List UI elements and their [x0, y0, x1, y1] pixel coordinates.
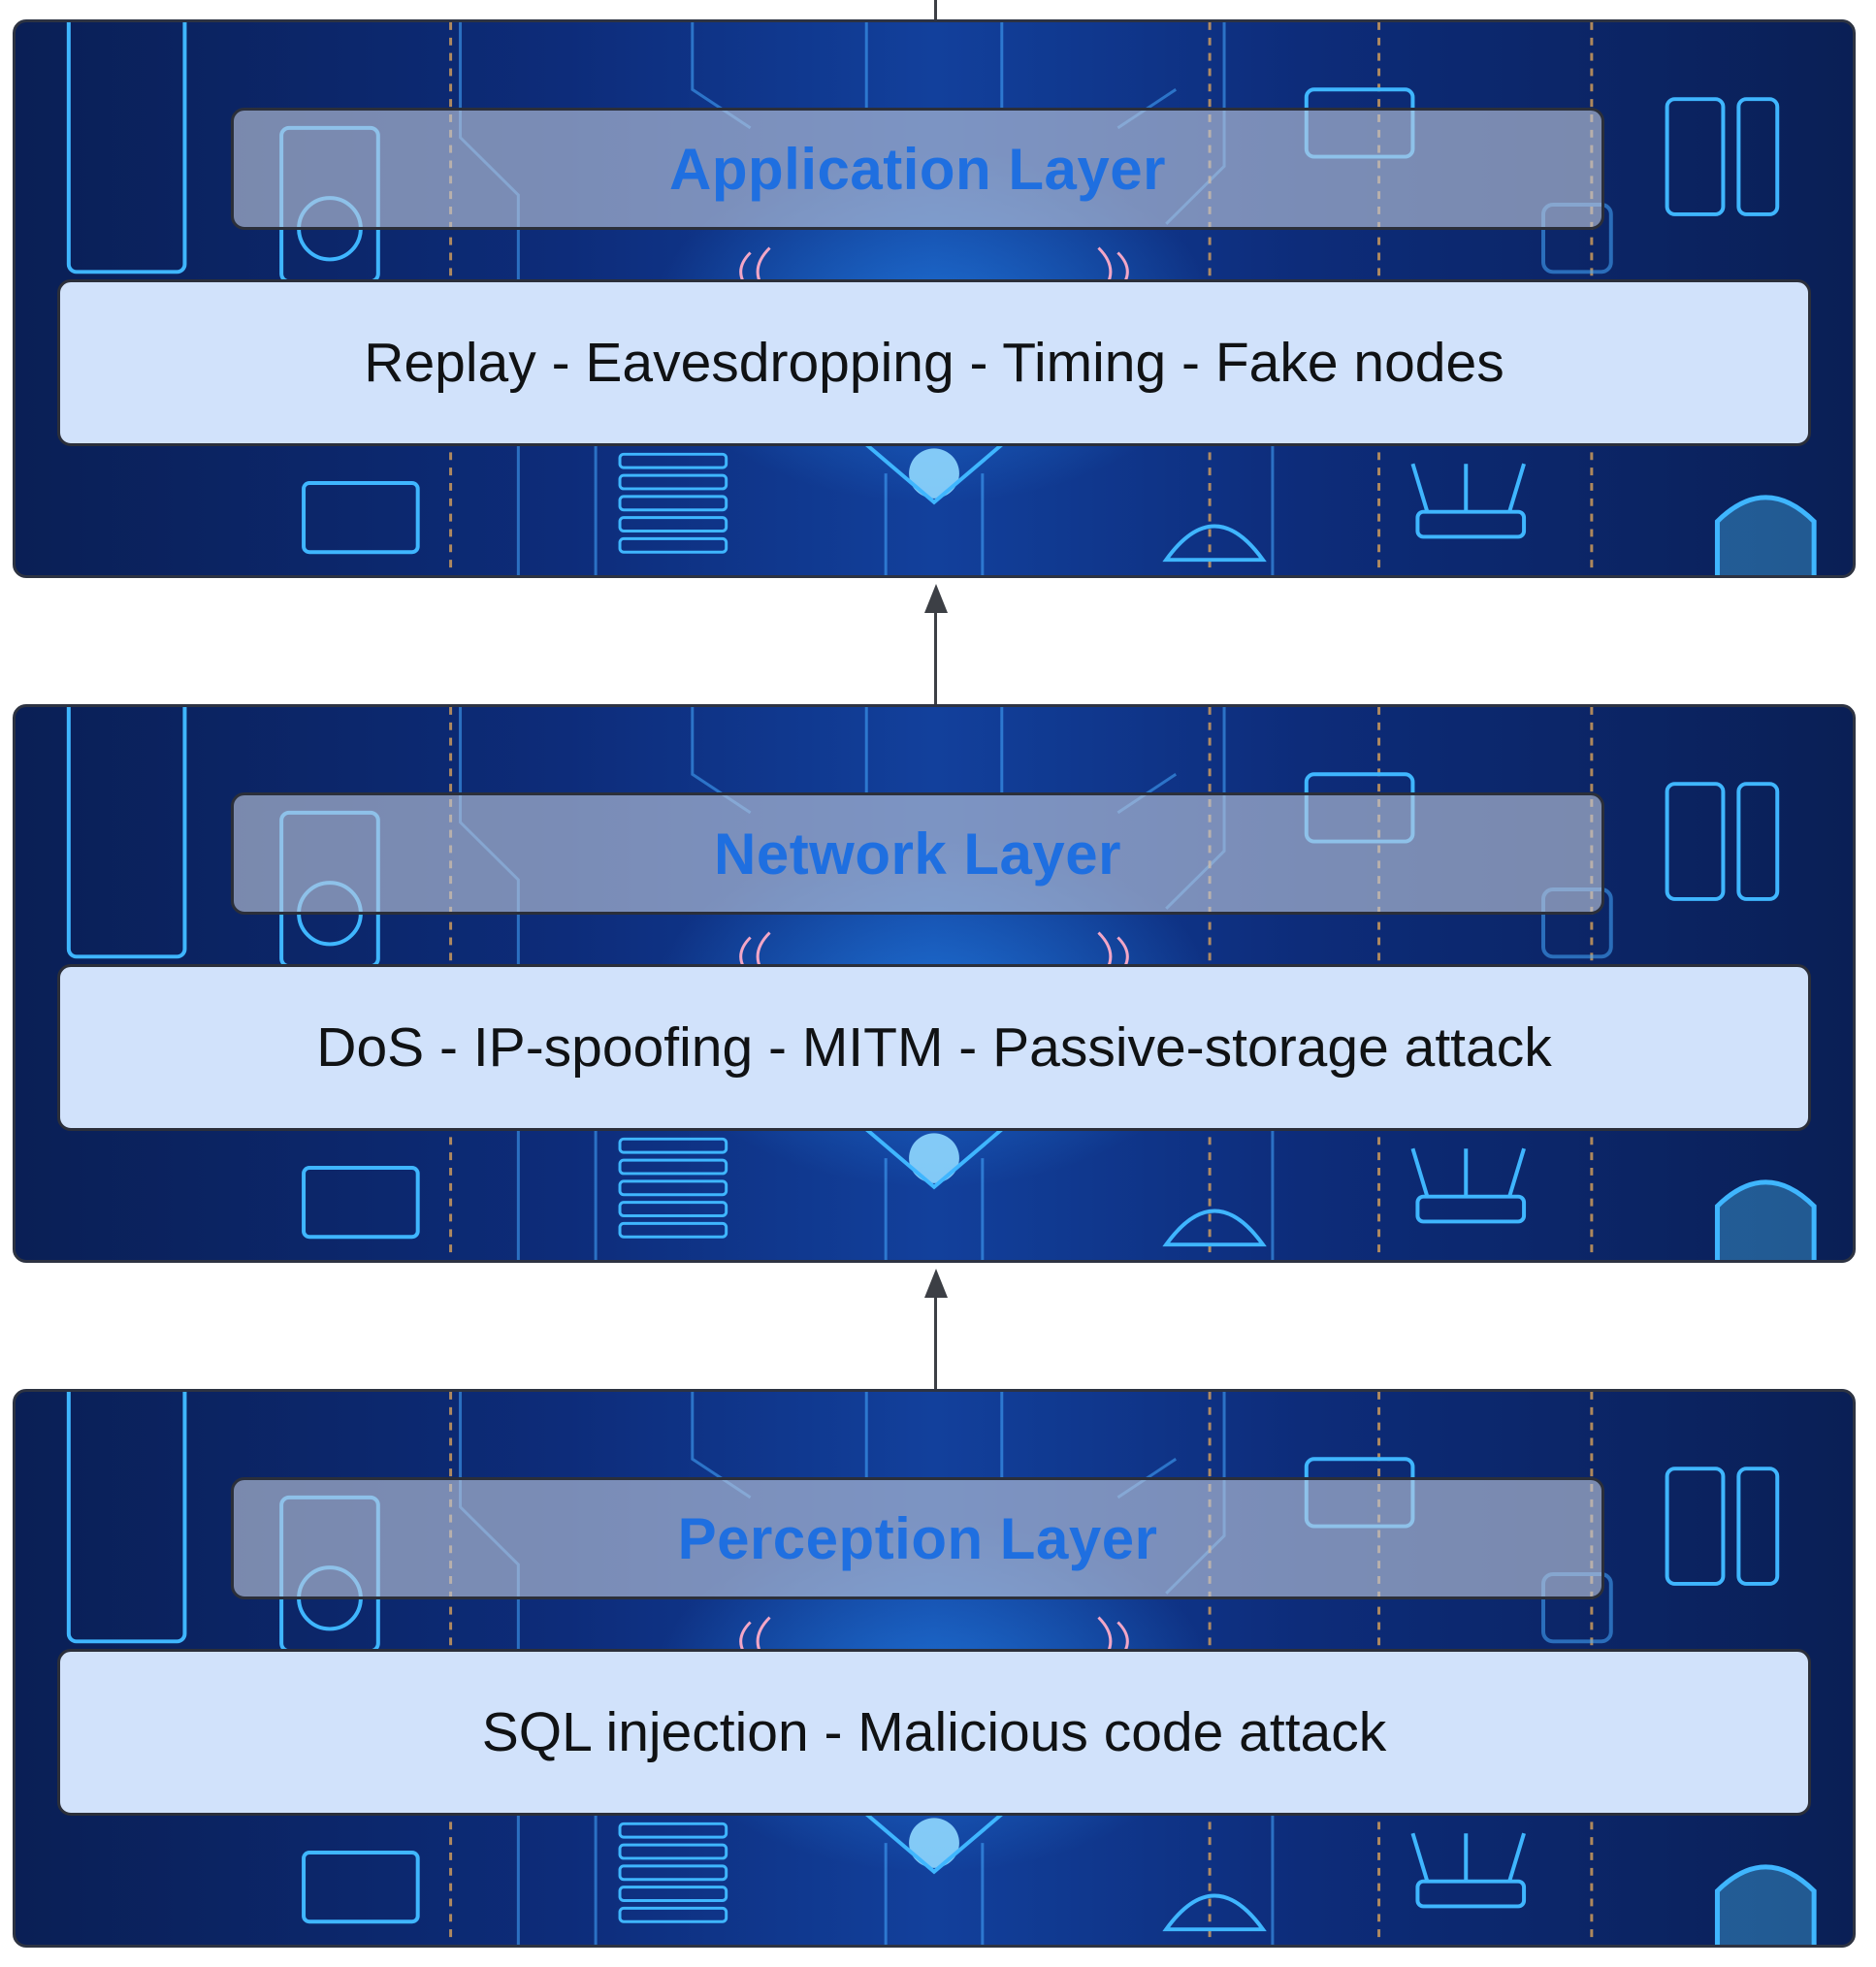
router-icon — [1415, 509, 1527, 539]
robot-vacuum-icon — [1714, 1179, 1817, 1260]
intercom-side-icon — [1736, 782, 1780, 901]
fridge-icon — [66, 707, 187, 959]
arrow-perception-to-network-head — [924, 1269, 948, 1298]
application-layer-title: Application Layer — [669, 136, 1166, 202]
intercom-icon — [1665, 782, 1726, 901]
central-chevron — [864, 1127, 1004, 1190]
router-icon — [1415, 1879, 1527, 1909]
robot-vacuum-icon — [1714, 1864, 1817, 1945]
application-layer-attacks: Replay - Eavesdropping - Timing - Fake n… — [364, 332, 1504, 394]
perception-layer-panel: Perception Layer SQL injection - Malicio… — [13, 1389, 1856, 1948]
intercom-side-icon — [1736, 97, 1780, 216]
perception-layer-title: Perception Layer — [677, 1505, 1158, 1571]
arrow-network-to-application-head — [924, 584, 948, 613]
network-layer-attacks: DoS - IP-spoofing - MITM - Passive-stora… — [316, 1016, 1552, 1079]
network-layer-attacks-box: DoS - IP-spoofing - MITM - Passive-stora… — [57, 964, 1811, 1131]
intercom-side-icon — [1736, 1467, 1780, 1586]
shield-node-icon — [909, 448, 959, 499]
server-stack-icon — [618, 516, 728, 532]
fridge-icon — [66, 22, 187, 274]
application-layer-title-box: Application Layer — [231, 108, 1604, 230]
top-connector-line — [934, 0, 937, 21]
perception-layer-title-box: Perception Layer — [231, 1477, 1604, 1599]
central-chevron — [864, 1812, 1004, 1875]
server-stack-icon — [618, 1906, 728, 1923]
microwave-icon — [302, 481, 420, 555]
router-antenna-icon — [1410, 1147, 1526, 1198]
server-stack-icon — [618, 1201, 728, 1217]
arrow-network-to-application-line — [934, 601, 937, 708]
server-stack-icon — [618, 1822, 728, 1839]
server-stack-icon — [618, 1158, 728, 1176]
server-stack-icon — [618, 473, 728, 491]
intercom-icon — [1665, 1467, 1726, 1586]
network-layer-title-box: Network Layer — [231, 792, 1604, 915]
server-stack-icon — [618, 536, 728, 554]
server-stack-icon — [618, 1843, 728, 1860]
fridge-icon — [66, 1392, 187, 1644]
intercom-icon — [1665, 97, 1726, 216]
lamp-icon — [1162, 1893, 1267, 1932]
perception-layer-attacks: SQL injection - Malicious code attack — [481, 1701, 1387, 1763]
arrow-perception-to-network-line — [934, 1286, 937, 1393]
microwave-icon — [302, 1851, 420, 1924]
application-layer-panel: Application Layer Replay - Eavesdropping… — [13, 19, 1856, 578]
router-antenna-icon — [1410, 1832, 1526, 1883]
server-stack-icon — [618, 452, 728, 469]
lamp-icon — [1162, 1209, 1267, 1247]
router-antenna-icon — [1410, 463, 1526, 513]
server-stack-icon — [618, 1179, 728, 1197]
shield-node-icon — [909, 1133, 959, 1183]
network-layer-panel: Network Layer DoS - IP-spoofing - MITM -… — [13, 704, 1856, 1263]
application-layer-attacks-box: Replay - Eavesdropping - Timing - Fake n… — [57, 279, 1811, 446]
lamp-icon — [1162, 524, 1267, 563]
server-stack-icon — [618, 1137, 728, 1154]
robot-vacuum-icon — [1714, 495, 1817, 575]
perception-layer-attacks-box: SQL injection - Malicious code attack — [57, 1649, 1811, 1816]
server-stack-icon — [618, 1886, 728, 1902]
server-stack-icon — [618, 1864, 728, 1882]
shield-node-icon — [909, 1818, 959, 1868]
server-stack-icon — [618, 495, 728, 512]
network-layer-title: Network Layer — [714, 821, 1121, 887]
server-stack-icon — [618, 1221, 728, 1239]
router-icon — [1415, 1194, 1527, 1224]
central-chevron — [864, 442, 1004, 505]
microwave-icon — [302, 1166, 420, 1240]
